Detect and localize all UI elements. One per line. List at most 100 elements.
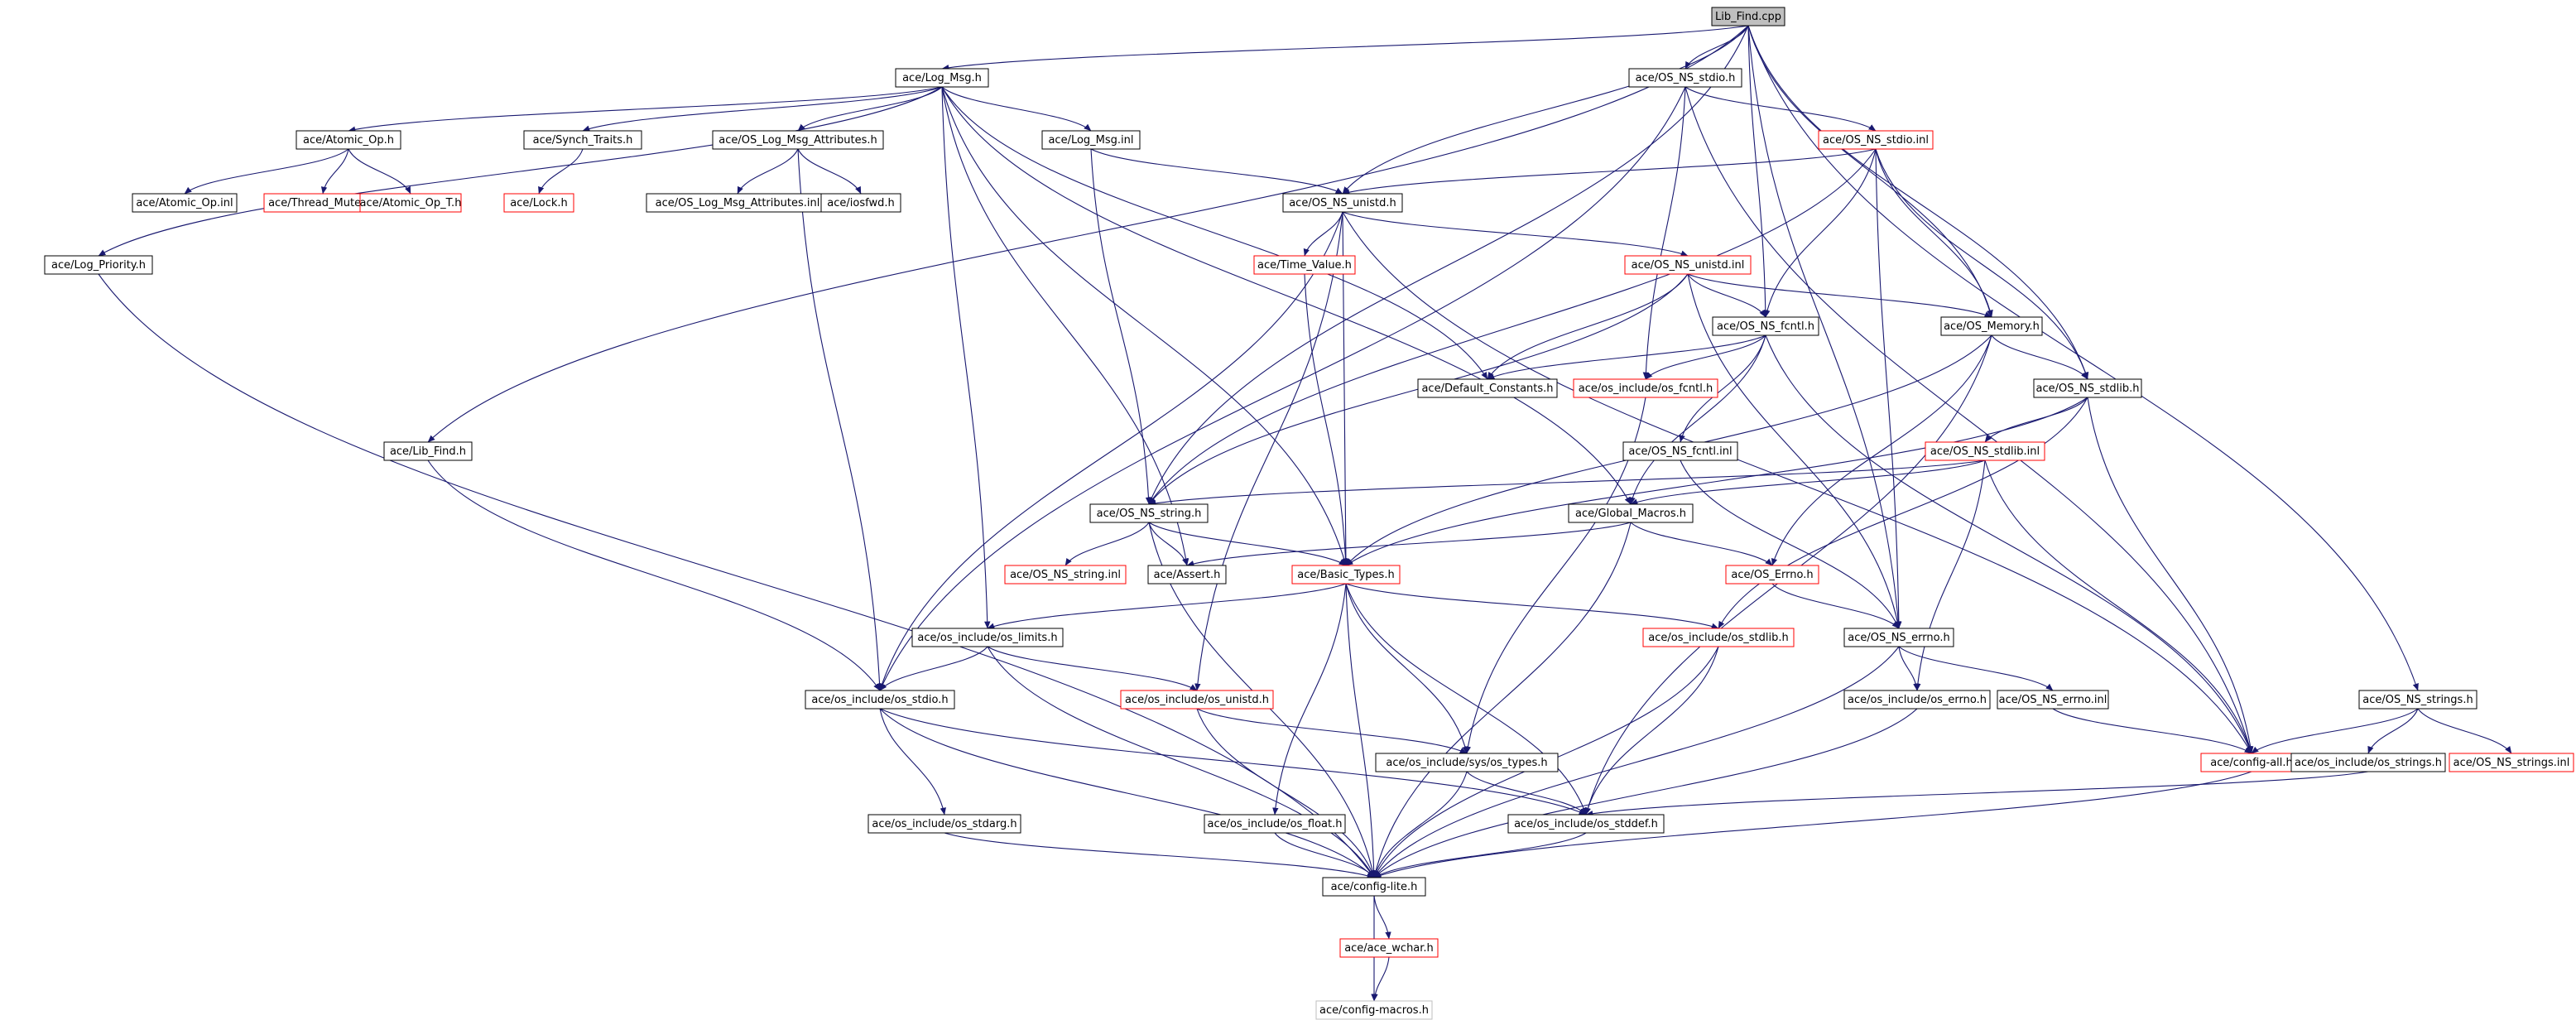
dependency-arrow [1148,522,1347,566]
node-os_memory_h[interactable]: ace/OS_Memory.h [1940,316,2043,336]
node-lib_find_h[interactable]: ace/Lib_Find.h [383,441,473,461]
dependency-arrow [1984,459,2253,754]
edge-config_lite_h-to-ace_wchar_h [1373,895,1391,940]
node-atomic_op_inl[interactable]: ace/Atomic_Op.inl [132,193,238,213]
node-box [1507,814,1665,834]
node-box [1315,1000,1433,1020]
node-os_ns_errno_h[interactable]: ace/OS_NS_errno.h [1843,628,1954,647]
dependency-arrow [98,273,1375,878]
dependency-arrow [941,86,1189,566]
node-os_ns_fcntl_h[interactable]: ace/OS_NS_fcntl.h [1712,316,1819,336]
dependency-arrow [1642,86,1686,380]
node-global_macros_h[interactable]: ace/Global_Macros.h [1568,503,1694,523]
dependency-arrow [427,25,1749,443]
node-box [2358,690,2477,710]
node-os_ns_unistd_inl[interactable]: ace/OS_NS_unistd.inl [1624,255,1752,275]
dependency-arrow [737,148,799,195]
node-lock_h[interactable]: ace/Lock.h [503,193,574,213]
node-config_all_h[interactable]: ace/config-all.h [2200,753,2303,772]
dependency-arrow [941,86,1632,505]
node-atomic_op_h[interactable]: ace/Atomic_Op.h [296,130,401,150]
node-box [523,130,642,150]
node-ace_wchar_h[interactable]: ace/ace_wchar.h [1339,938,1439,958]
node-os_include_os_stdarg_h[interactable]: ace/os_include/os_stdarg.h [867,814,1021,834]
dependency-arrow [1687,273,1992,318]
node-atomic_op_t_h[interactable]: ace/Atomic_Op_T.h [359,193,462,213]
node-label: ace/OS_Memory.h [1944,320,2040,333]
node-box [1624,255,1752,275]
node-iosfwd_h[interactable]: ace/iosfwd.h [820,193,901,213]
node-basic_types_h[interactable]: ace/Basic_Types.h [1291,565,1401,585]
dependency-arrow [1345,583,1719,629]
dependency-arrow [1342,25,1749,195]
dependency-arrow [1372,956,1390,1002]
node-layer: Lib_Find.cpp ace/Log_Msg.h ace/OS_NS_stdio… [44,7,2574,1020]
node-os_include_os_fcntl_h[interactable]: ace/os_include/os_fcntl.h [1573,378,1718,398]
edge-os_include_os_unistd_h-to-os_include_sys_os_types_h [1196,708,1468,754]
node-os_include_os_stddef_h[interactable]: ace/os_include/os_stddef.h [1507,814,1665,834]
node-label: ace/Atomic_Op_T.h [360,197,462,209]
node-os_include_os_strings_h[interactable]: ace/os_include/os_strings.h [2290,753,2446,772]
node-box [2033,378,2142,398]
node-os_ns_stdlib_inl[interactable]: ace/OS_NS_stdlib.inl [1925,441,2045,461]
node-box [1417,378,1558,398]
node-time_value_h[interactable]: ace/Time_Value.h [1253,255,1356,275]
node-os_log_msg_attributes_inl[interactable]: ace/OS_Log_Msg_Attributes.inl [646,193,829,213]
edge-os_ns_stdlib_inl-to-os_ns_string_h [1148,459,1986,507]
node-os_ns_string_h[interactable]: ace/OS_NS_string.h [1089,503,1209,523]
edge-os_ns_stdio_inl-to-os_memory_h [1875,148,1993,318]
node-config_lite_h[interactable]: ace/config-lite.h [1322,877,1426,897]
edge-os_include_os_limits_h-to-config_lite_h [987,646,1375,878]
node-label: ace/os_include/os_fcntl.h [1579,382,1713,395]
node-synch_traits_h[interactable]: ace/Synch_Traits.h [523,130,642,150]
node-os_ns_fcntl_inl[interactable]: ace/OS_NS_fcntl.inl [1622,441,1738,461]
node-os_log_msg_attributes_h[interactable]: ace/OS_Log_Msg_Attributes.h [712,130,884,150]
dependency-arrow [797,148,883,691]
node-os_ns_stdlib_h[interactable]: ace/OS_NS_stdlib.h [2033,378,2142,398]
node-box [1940,316,2043,336]
dependency-arrow [1372,522,1632,878]
node-label: ace/OS_Log_Msg_Attributes.inl [656,197,820,209]
node-os_include_os_stdlib_h[interactable]: ace/os_include/os_stdlib.h [1642,628,1795,647]
node-os_include_os_unistd_h[interactable]: ace/os_include/os_unistd.h [1120,690,1274,710]
node-label: ace/OS_Log_Msg_Attributes.h [718,134,877,147]
node-log_msg_inl[interactable]: ace/Log_Msg.inl [1041,130,1141,150]
edge-os_errno_h-to-os_ns_errno_h [1771,583,1900,629]
node-box [1041,130,1141,150]
node-assert_h[interactable]: ace/Assert.h [1147,565,1227,585]
node-os_include_os_errno_h[interactable]: ace/os_include/os_errno.h [1843,690,1991,710]
dependency-arrow [1898,646,1920,691]
node-os_ns_unistd_h[interactable]: ace/OS_NS_unistd.h [1282,193,1403,213]
dependency-arrow [941,25,1749,71]
node-default_constants_h[interactable]: ace/Default_Constants.h [1417,378,1558,398]
node-log_msg_h[interactable]: ace/Log_Msg.h [895,68,989,88]
node-os_ns_errno_inl[interactable]: ace/OS_NS_errno.inl [1997,690,2109,710]
edge-log_msg_h-to-assert_h [941,86,1189,566]
node-label: ace/Thread_Mutex.h [268,197,377,209]
dependency-arrow [1345,583,1587,816]
edge-os_include_os_stdio_h-to-os_include_os_stdarg_h [879,708,946,816]
node-label: ace/Basic_Types.h [1297,569,1394,581]
node-lib_find_cpp[interactable]: Lib_Find.cpp [1711,7,1785,26]
node-config_macros_h[interactable]: ace/config-macros.h [1315,1000,1433,1020]
edge-os_ns_stdio_inl-to-os_ns_fcntl_h [1764,148,1877,318]
dependency-arrow [1194,211,1343,691]
node-box [383,441,473,461]
dependency-arrow [1345,397,2088,566]
node-os_ns_stdio_inl[interactable]: ace/OS_NS_stdio.inl [1818,130,1934,150]
node-os_include_os_limits_h[interactable]: ace/os_include/os_limits.h [911,628,1064,647]
node-label: ace/OS_NS_string.inl [1010,569,1121,581]
node-box [1622,441,1738,461]
dependency-arrow [1272,583,1347,816]
node-os_ns_strings_inl[interactable]: ace/OS_NS_strings.inl [2449,753,2574,772]
node-log_priority_h[interactable]: ace/Log_Priority.h [44,255,153,275]
node-os_include_sys_os_types_h[interactable]: ace/os_include/sys/os_types.h [1375,753,1559,772]
node-thread_mutex_h[interactable]: ace/Thread_Mutex.h [263,193,382,213]
node-os_errno_h[interactable]: ace/OS_Errno.h [1725,565,1819,585]
node-os_ns_stdio_h[interactable]: ace/OS_NS_stdio.h [1628,68,1742,88]
node-os_ns_string_inl[interactable]: ace/OS_NS_string.inl [1004,565,1127,585]
dependency-arrow [941,86,1488,380]
node-os_ns_strings_h[interactable]: ace/OS_NS_strings.h [2358,690,2477,710]
node-os_include_os_stdio_h[interactable]: ace/os_include/os_stdio.h [805,690,955,710]
node-os_include_os_float_h[interactable]: ace/os_include/os_float.h [1204,814,1346,834]
